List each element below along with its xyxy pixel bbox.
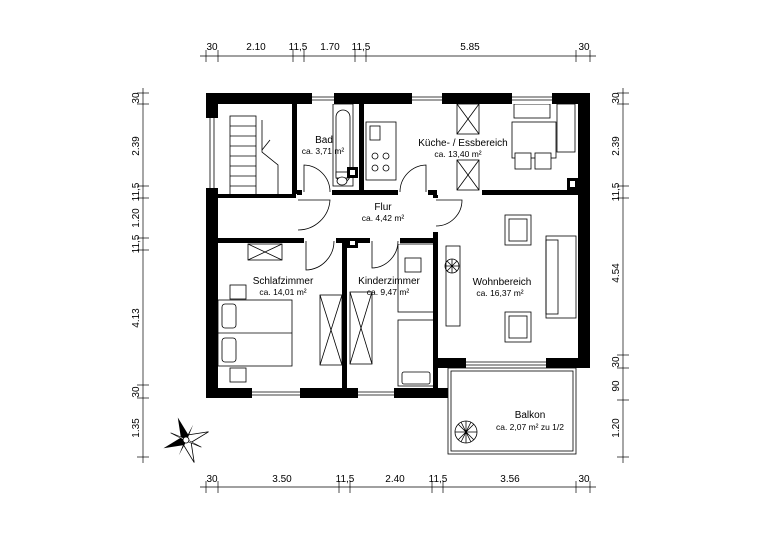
toilet [335, 171, 349, 186]
balcony-plant-icon [454, 420, 478, 444]
dim-bottom-6: 3.56 [500, 474, 520, 485]
dim-bottom-2: 3.50 [272, 474, 292, 485]
dim-left-3: 11,5 [131, 182, 142, 201]
room-kitchen-area: ca. 13,40 m² [434, 149, 481, 159]
dim-right-2: 2.39 [611, 136, 622, 156]
dim-left-5: 11,5 [131, 234, 142, 253]
room-balcony-area: ca. 2,07 m² zu 1/2 [496, 422, 564, 432]
doors [294, 164, 463, 271]
dim-right-1: 30 [611, 92, 622, 104]
wardrobe-kids [349, 291, 373, 365]
sofa [545, 235, 577, 319]
room-labels: Bad ca. 3,71 m² Küche- / Essbereich ca. … [253, 135, 565, 432]
room-kids-name: Kinderzimmer [358, 276, 420, 287]
room-bad: Bad ca. 3,71 m² [302, 135, 345, 156]
dimension-lines [137, 50, 629, 493]
room-kids: Kinderzimmer ca. 9,47 m² [358, 276, 420, 297]
room-living-area: ca. 16,37 m² [476, 288, 523, 298]
dim-top-7: 30 [578, 42, 590, 53]
room-living-name: Wohnbereich [473, 277, 532, 288]
kids-bed [397, 319, 435, 387]
dim-bottom-3: 11,5 [336, 474, 355, 485]
window-bad [312, 93, 334, 104]
room-living: Wohnbereich ca. 16,37 m² [473, 277, 532, 298]
room-bad-area: ca. 3,71 m² [302, 146, 345, 156]
dim-bottom-4: 2.40 [385, 474, 405, 485]
window-kitchen-1 [412, 93, 442, 104]
window-schlaf [252, 388, 300, 398]
room-hallway-name: Flur [374, 202, 392, 213]
dim-left-7: 30 [131, 386, 142, 398]
dim-left-8: 1.35 [131, 418, 142, 438]
dimensions-right: 30 2.39 11,5 4.54 30 90 1.20 [611, 92, 622, 438]
dim-bottom-7: 30 [578, 474, 590, 485]
dim-right-4: 4.54 [611, 263, 622, 283]
room-bedroom-name: Schlafzimmer [253, 276, 314, 287]
wardrobe [247, 243, 283, 261]
furniture [217, 103, 577, 387]
dim-right-7: 1.20 [611, 418, 622, 438]
room-kids-area: ca. 9,47 m² [367, 287, 410, 297]
dim-left-4: 1.20 [131, 208, 142, 228]
room-hallway: Flur ca. 4,42 m² [362, 202, 405, 223]
armchairs [504, 214, 532, 343]
dining-table [511, 103, 576, 170]
plant-icon [444, 258, 460, 274]
dim-bottom-1: 30 [206, 474, 218, 485]
dimensions-bottom: 30 3.50 11,5 2.40 11,5 3.56 30 [206, 474, 590, 485]
room-balcony: Balkon ca. 2,07 m² zu 1/2 [496, 410, 564, 432]
room-hallway-area: ca. 4,42 m² [362, 213, 405, 223]
window-kinder [358, 388, 394, 398]
windows [206, 93, 552, 398]
dim-left-1: 30 [131, 92, 142, 104]
dimensions-left: 30 2.39 11,5 1.20 11,5 4.13 30 1.35 [131, 92, 142, 438]
dim-top-1: 30 [206, 42, 218, 53]
room-bedroom: Schlafzimmer ca. 14,01 m² [253, 276, 314, 297]
room-kitchen-name: Küche- / Essbereich [418, 138, 508, 149]
room-balcony-name: Balkon [515, 410, 546, 421]
dim-right-5: 30 [611, 356, 622, 368]
dim-top-5: 11,5 [352, 42, 371, 53]
dim-right-3: 11,5 [611, 182, 622, 201]
dim-top-3: 11,5 [289, 42, 308, 53]
room-kitchen: Küche- / Essbereich ca. 13,40 m² [418, 138, 508, 159]
kitchen-cabinet [456, 103, 480, 191]
staircase [229, 115, 279, 197]
double-bed [217, 284, 293, 383]
dimensions-top: 30 2.10 11,5 1.70 11,5 5.85 30 [206, 42, 590, 53]
dim-top-4: 1.70 [320, 42, 340, 53]
dim-bottom-5: 11,5 [429, 474, 448, 485]
dim-top-2: 2.10 [246, 42, 266, 53]
compass-rose-icon [163, 417, 209, 463]
window-kitchen-2 [512, 93, 552, 104]
window-stairs [206, 118, 218, 188]
dim-left-2: 2.39 [131, 136, 142, 156]
room-bad-name: Bad [315, 135, 333, 146]
dim-left-6: 4.13 [131, 308, 142, 328]
wardrobe-bedroom [319, 294, 343, 366]
dim-right-6: 90 [611, 380, 622, 392]
room-bedroom-area: ca. 14,01 m² [259, 287, 306, 297]
sideboard [445, 245, 461, 327]
window-balkon [466, 358, 546, 368]
dim-top-6: 5.85 [460, 42, 480, 53]
kitchen-counter [365, 121, 397, 181]
balcony [447, 367, 577, 455]
